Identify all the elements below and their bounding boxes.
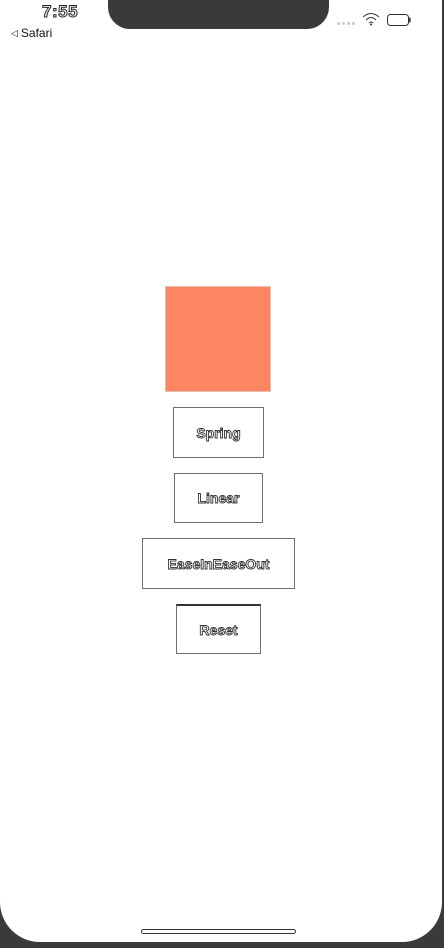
linear-button[interactable]: Linear bbox=[174, 473, 263, 523]
reset-button[interactable]: Reset bbox=[176, 604, 261, 654]
spring-button[interactable]: Spring bbox=[173, 407, 264, 458]
cellular-signal-icon bbox=[337, 22, 355, 25]
animated-box bbox=[165, 286, 271, 392]
back-arrow-icon: ◁ bbox=[11, 27, 18, 38]
battery-icon bbox=[387, 14, 411, 26]
status-time: 7:55 bbox=[41, 2, 79, 22]
home-indicator[interactable] bbox=[141, 929, 296, 934]
back-link-label: Safari bbox=[20, 26, 53, 40]
ease-in-ease-out-button[interactable]: EaseInEaseOut bbox=[142, 538, 295, 589]
back-to-safari-link[interactable]: ◁ Safari bbox=[11, 26, 52, 40]
wifi-icon bbox=[362, 12, 380, 26]
notch bbox=[108, 0, 329, 29]
